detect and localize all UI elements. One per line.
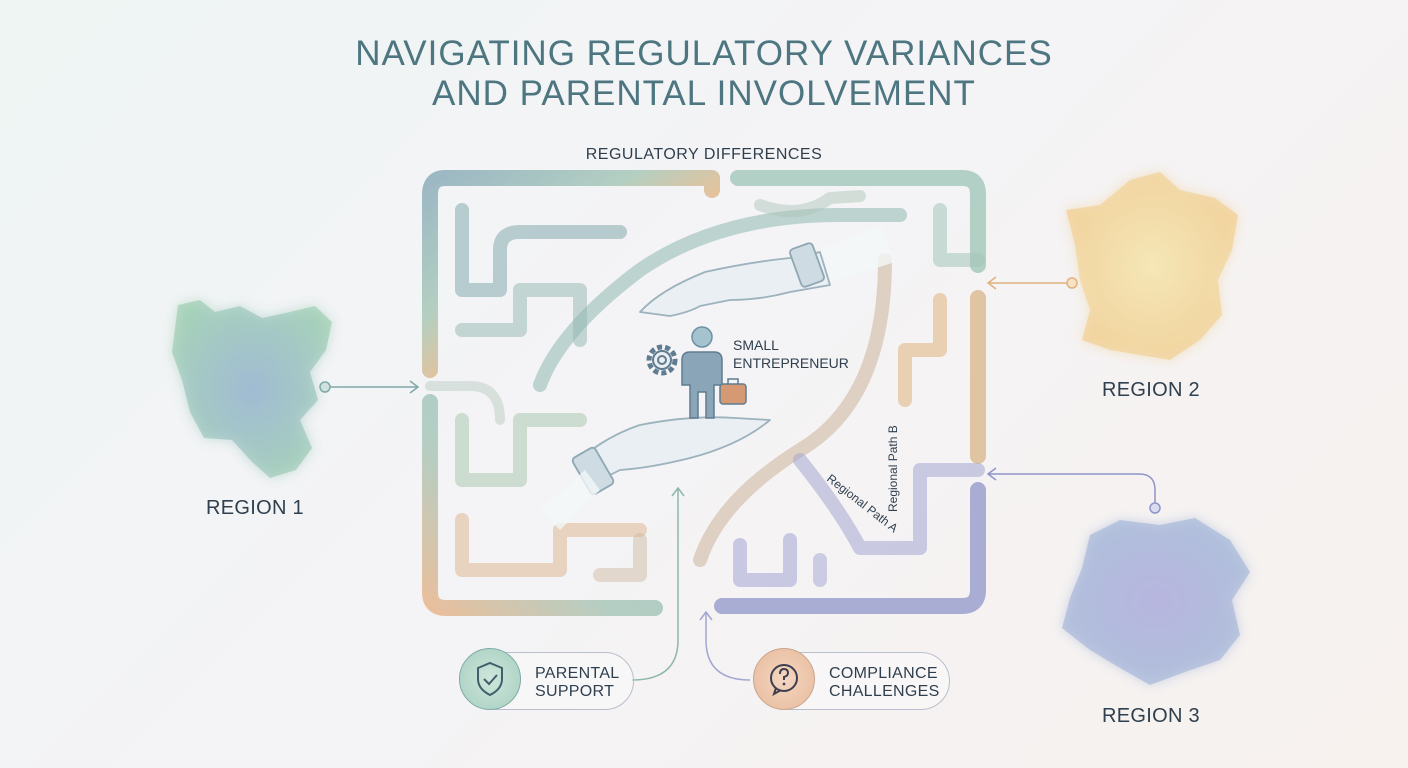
region-1-map — [172, 300, 332, 478]
region-2-map — [1066, 172, 1238, 360]
gear-icon — [646, 344, 678, 376]
region-1-label: REGION 1 — [206, 497, 304, 519]
entrepreneur-label: SMALL ENTREPRENEUR — [733, 336, 849, 372]
region-2-label: REGION 2 — [1102, 379, 1200, 401]
entrepreneur-label-line-1: SMALL — [733, 337, 779, 353]
parental-support-line-2: SUPPORT — [535, 683, 615, 700]
page-title-line-1: NAVIGATING REGULATORY VARIANCES — [355, 34, 1053, 73]
parental-support-card: PARENTAL SUPPORT — [459, 648, 634, 710]
compliance-challenges-card: COMPLIANCE CHALLENGES — [753, 648, 950, 710]
maze-label: REGULATORY DIFFERENCES — [585, 146, 823, 163]
upper-hand — [639, 225, 895, 317]
region-3-label: REGION 3 — [1102, 705, 1200, 727]
compliance-challenges-line-2: CHALLENGES — [829, 683, 940, 700]
entrepreneur-figure — [681, 326, 723, 419]
compliance-challenges-line-1: COMPLIANCE — [829, 665, 938, 682]
region-3-arrow — [986, 467, 1161, 514]
entrepreneur-label-line-2: ENTREPRENEUR — [733, 355, 849, 371]
region-2-arrow — [986, 276, 1078, 290]
parental-support-line-1: PARENTAL — [535, 665, 620, 682]
page-title-line-2: AND PARENTAL INVOLVEMENT — [432, 74, 976, 113]
briefcase-icon — [719, 378, 747, 405]
shield-check-icon — [459, 648, 521, 710]
regional-path-b-label: Regional Path B — [886, 425, 900, 512]
region-1-arrow — [319, 380, 420, 394]
regulatory-maze — [422, 170, 986, 616]
question-bubble-icon — [753, 648, 815, 710]
parental-support-arrow — [631, 486, 685, 681]
lower-hand — [540, 416, 771, 530]
region-3-map — [1062, 518, 1250, 685]
compliance-arrow — [699, 610, 751, 681]
